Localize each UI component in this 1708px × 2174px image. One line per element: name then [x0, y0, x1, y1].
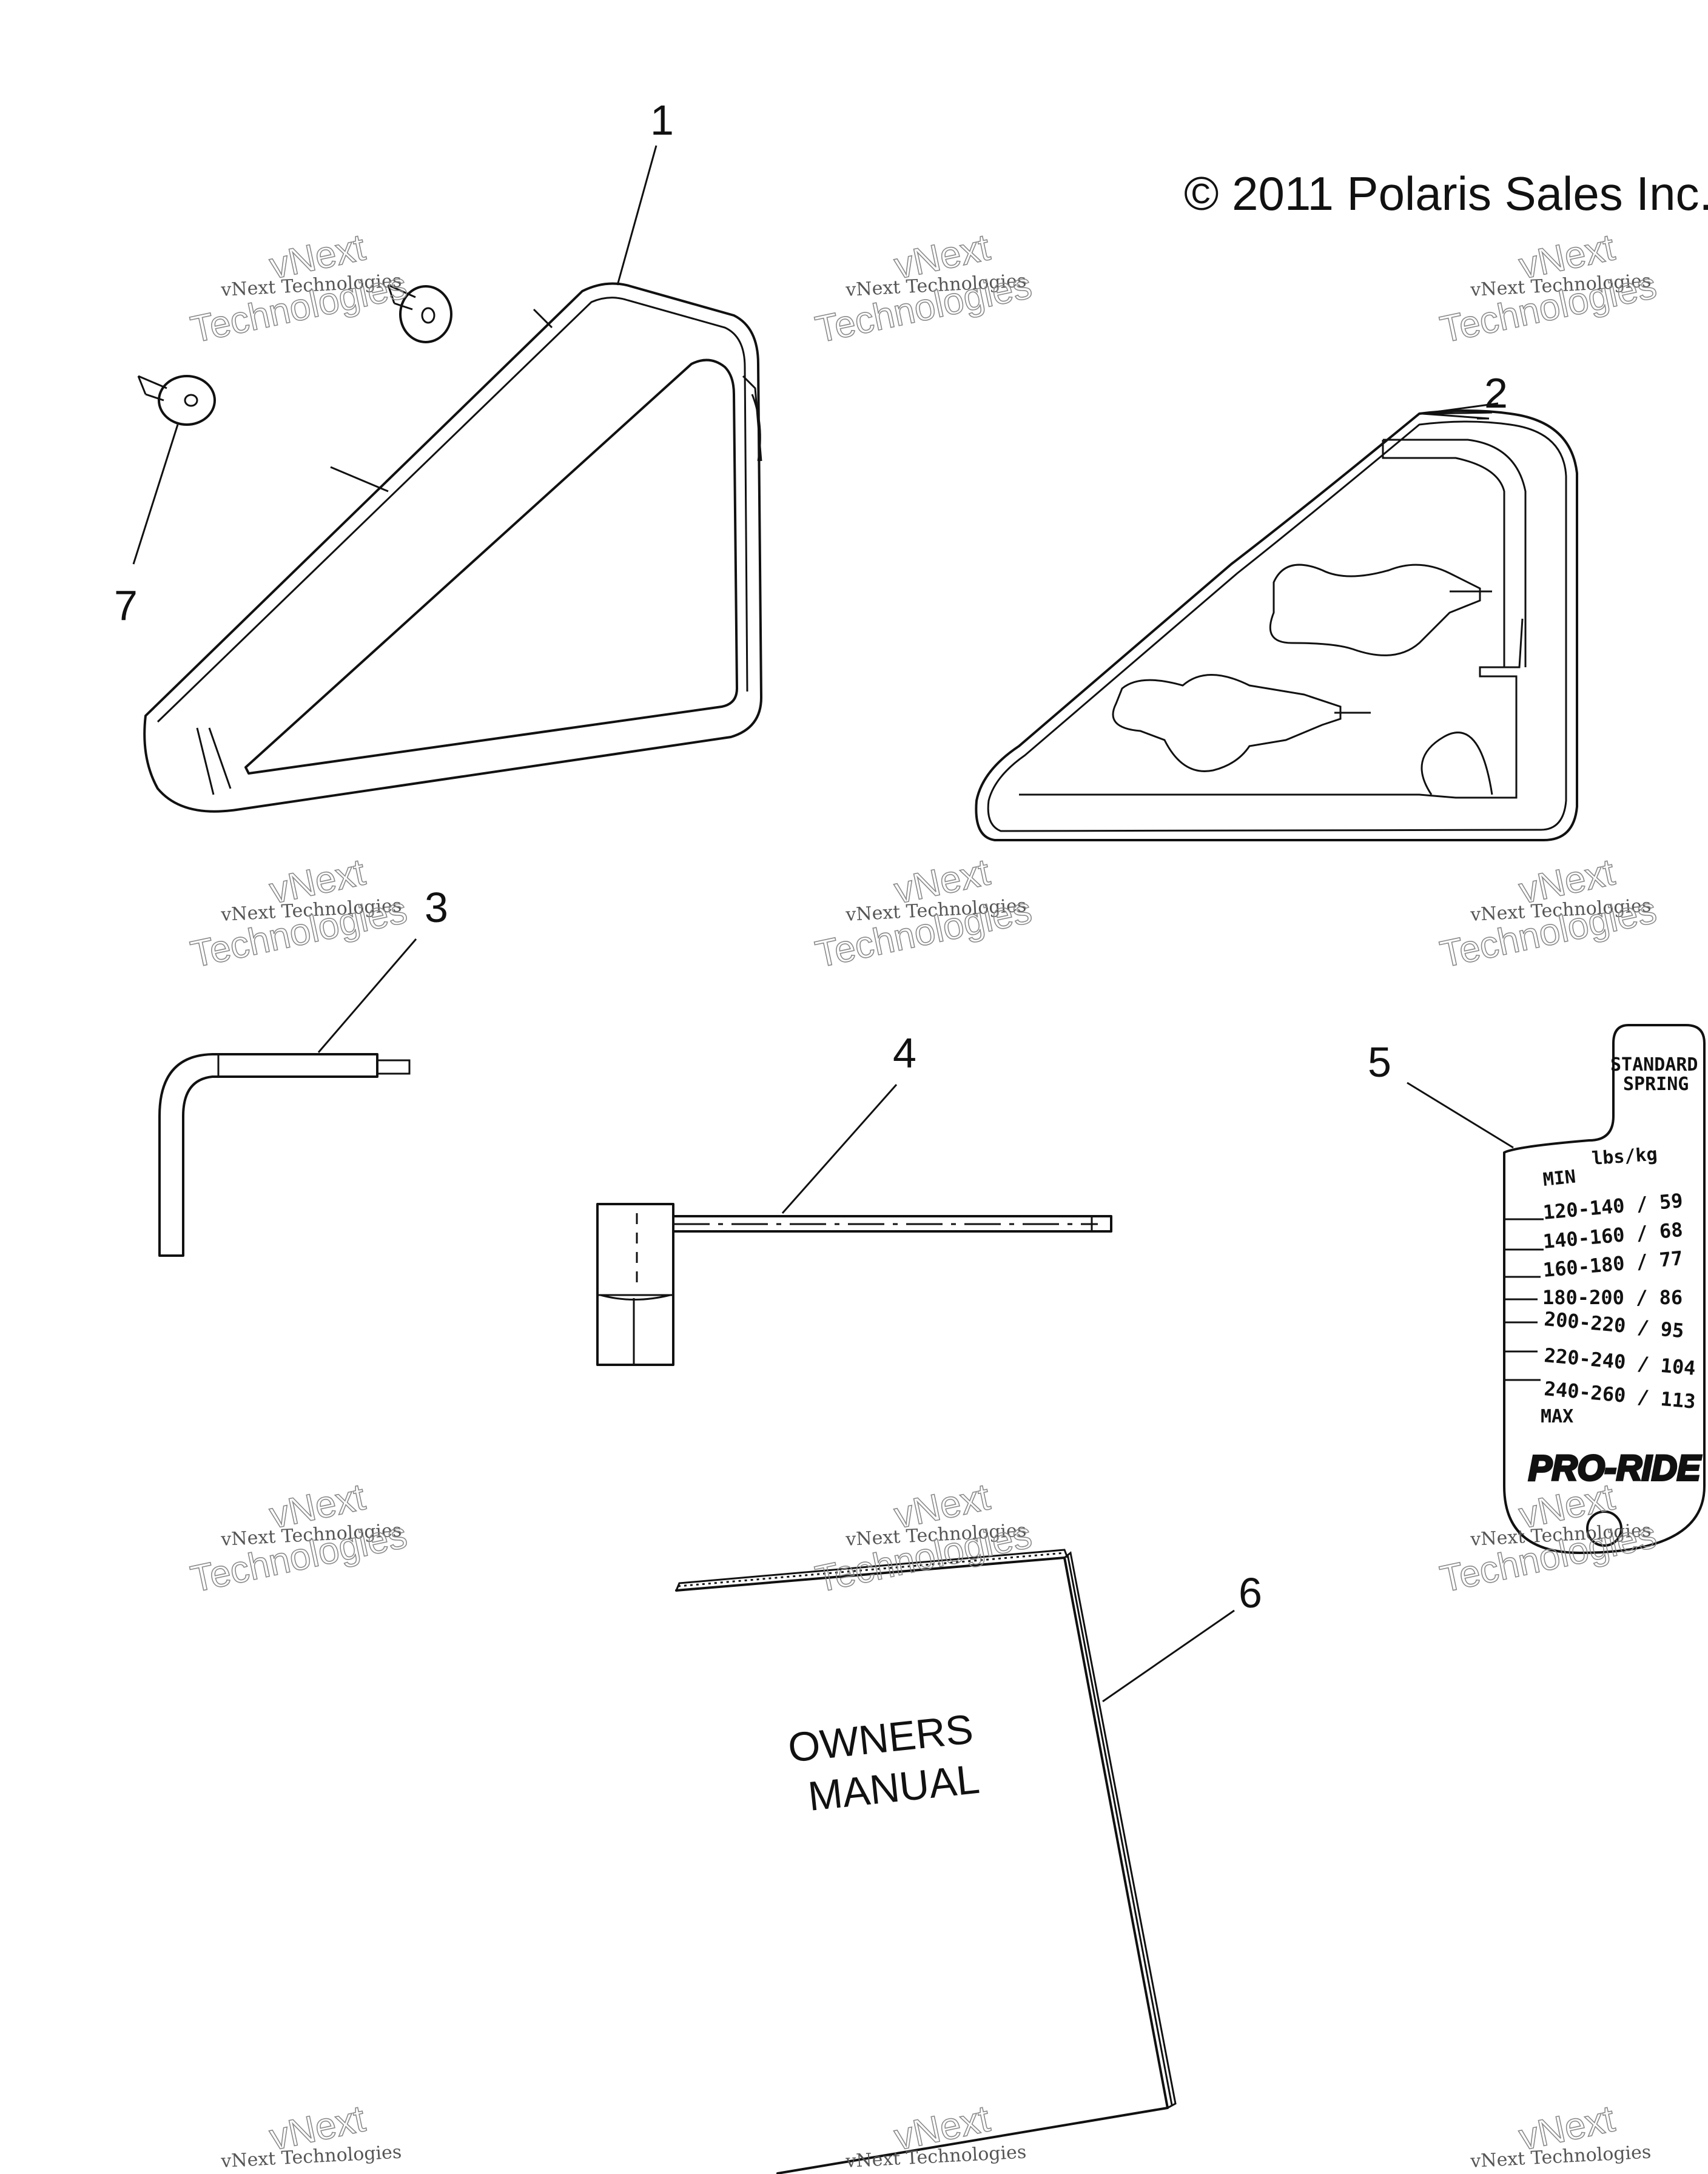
part-4-plug-wrench	[596, 1203, 1112, 1366]
callout-lines	[132, 145, 1514, 1703]
decal-units: lbs/kg	[1591, 1144, 1658, 1169]
callout-3: 3	[425, 884, 448, 931]
svg-text:vNext Technologies: vNext Technologies	[220, 2141, 402, 2172]
decal-header-2: SPRING	[1623, 1074, 1689, 1095]
part-6-owners-manual: OWNERS MANUAL	[675, 1549, 1177, 2174]
watermarks: vNext vNext Technologies Technologies vN…	[187, 226, 1661, 2172]
callout-4: 4	[893, 1029, 916, 1077]
part-3-hex-key	[158, 1053, 411, 1257]
watermark: vNext vNext Technologies	[1470, 2097, 1652, 2172]
copyright-text: © 2011 Polaris Sales Inc.	[1184, 167, 1708, 220]
part-2-foam-insert	[975, 409, 1578, 841]
watermark: vNext vNext Technologies Technologies	[187, 226, 411, 351]
watermark: vNext vNext Technologies Technologies	[187, 1475, 411, 1601]
watermark: vNext vNext Technologies Technologies	[812, 226, 1036, 351]
watermark: vNext vNext Technologies	[220, 2097, 402, 2172]
watermark: vNext vNext Technologies Technologies	[1436, 850, 1661, 976]
callout-5: 5	[1368, 1038, 1391, 1086]
decal-row: 180-200 / 86	[1542, 1286, 1683, 1309]
callout-6: 6	[1239, 1569, 1262, 1617]
svg-text:vNext Technologies: vNext Technologies	[845, 2141, 1027, 2172]
callout-2: 2	[1484, 369, 1508, 417]
decal-min: MIN	[1542, 1166, 1577, 1190]
callout-1: 1	[650, 96, 674, 144]
callout-numbers: 1 2 3 4 5 6 7	[114, 96, 1508, 1617]
watermark: vNext vNext Technologies Technologies	[1436, 226, 1661, 351]
part-5-spring-decal: STANDARD SPRING lbs/kg MIN 120-140 / 59 …	[1503, 1024, 1706, 1554]
watermark: vNext vNext Technologies Technologies	[812, 1475, 1036, 1601]
decal-row: 200-220 / 95	[1543, 1307, 1685, 1342]
watermark: vNext vNext Technologies Technologies	[187, 850, 411, 976]
part-7-push-rivets	[137, 284, 452, 426]
part-1-tool-pouch	[143, 282, 762, 813]
decal-row: 220-240 / 104	[1543, 1344, 1696, 1380]
svg-text:vNext Technologies: vNext Technologies	[1470, 2141, 1652, 2172]
callout-7: 7	[114, 582, 138, 629]
decal-rows: 120-140 / 59 140-160 / 68 160-180 / 77 1…	[1504, 1189, 1696, 1413]
decal-row: 160-180 / 77	[1542, 1247, 1684, 1282]
decal-header-1: STANDARD	[1610, 1054, 1698, 1075]
decal-brand: PRO-RIDE	[1528, 1449, 1702, 1488]
watermark: vNext vNext Technologies Technologies	[1436, 1475, 1661, 1601]
decal-max: MAX	[1541, 1406, 1573, 1427]
decal-row: 120-140 / 59	[1542, 1189, 1684, 1224]
watermark: vNext vNext Technologies Technologies	[812, 850, 1036, 976]
